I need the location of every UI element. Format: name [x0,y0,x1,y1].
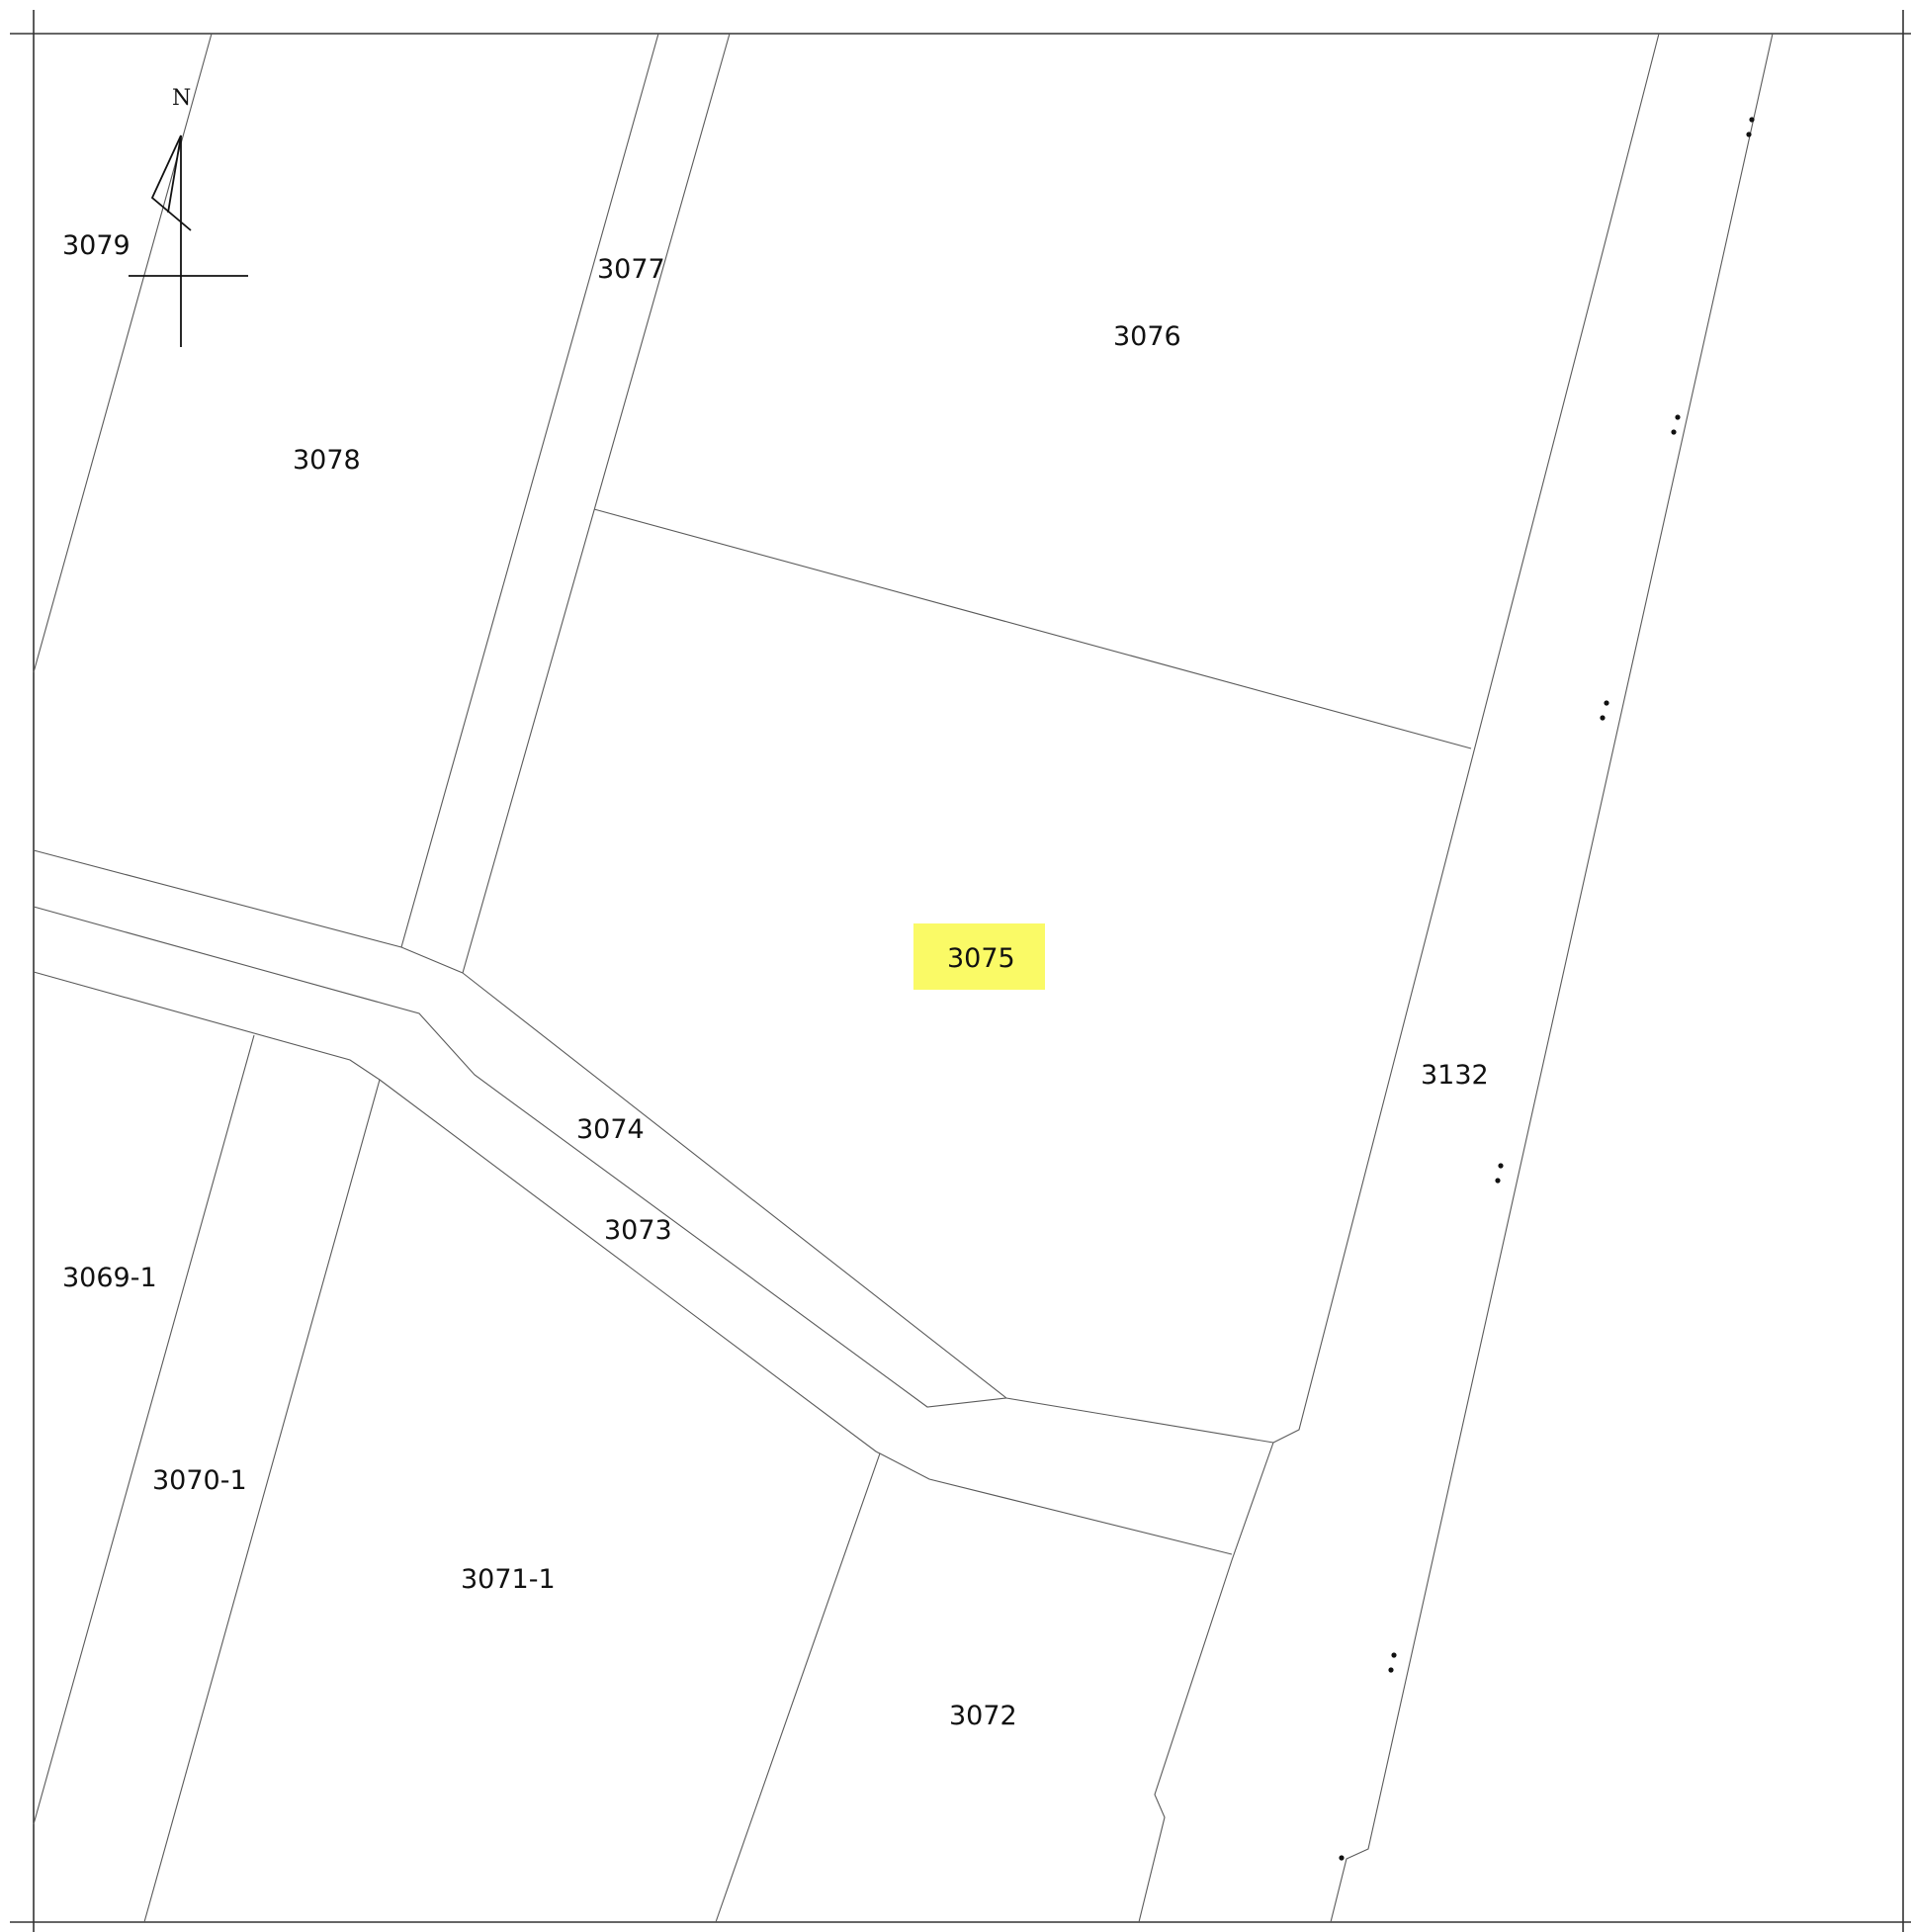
marker-dot [1749,117,1755,123]
boundary-line [33,906,1007,1408]
boundary-line [1138,33,1660,1923]
marker-dot [1498,1163,1504,1169]
boundary-line [33,849,464,974]
marker-dot [1388,1667,1394,1673]
parcel-label-3070-1[interactable]: 3070-1 [152,1465,247,1496]
boundary-line [33,33,213,673]
parcel-labels: 3079 3078 3077 3076 3075 3074 3073 3132 … [62,230,1489,1731]
boundary-line [33,971,1233,1555]
marker-dot [1495,1178,1501,1184]
boundary-line [33,1034,255,1825]
boundary-line [400,33,659,948]
boundary-line [462,972,1274,1444]
parcel-label-3078[interactable]: 3078 [293,445,361,476]
map-frame [10,10,1911,1932]
boundary-line [462,33,731,974]
parcel-boundaries [33,33,1774,1923]
marker-dot [1391,1652,1397,1658]
boundary-line [715,1452,881,1923]
marker-dot [1746,132,1752,137]
parcel-label-3079[interactable]: 3079 [62,230,130,261]
boundary-markers [1339,117,1755,1861]
marker-dot [1339,1855,1345,1861]
parcel-label-3072[interactable]: 3072 [949,1701,1017,1731]
boundary-line [1330,33,1774,1923]
parcel-label-3077[interactable]: 3077 [597,254,665,285]
parcel-label-3074[interactable]: 3074 [576,1114,645,1145]
parcel-label-3132[interactable]: 3132 [1421,1060,1489,1091]
highlighted-parcel-marker [913,923,1045,990]
north-arrow-icon: N [129,86,248,347]
parcel-label-3069-1[interactable]: 3069-1 [62,1263,157,1293]
marker-dot [1671,429,1677,435]
boundary-line [593,508,1472,749]
parcel-label-3076[interactable]: 3076 [1113,321,1181,352]
boundary-line [143,1079,381,1923]
marker-dot [1604,700,1609,706]
marker-dot [1675,414,1681,420]
parcel-label-3075[interactable]: 3075 [947,943,1015,974]
marker-dot [1600,715,1606,721]
compass-label: N [172,86,191,111]
parcel-label-3073[interactable]: 3073 [604,1215,672,1246]
parcel-label-3071-1[interactable]: 3071-1 [461,1564,556,1595]
